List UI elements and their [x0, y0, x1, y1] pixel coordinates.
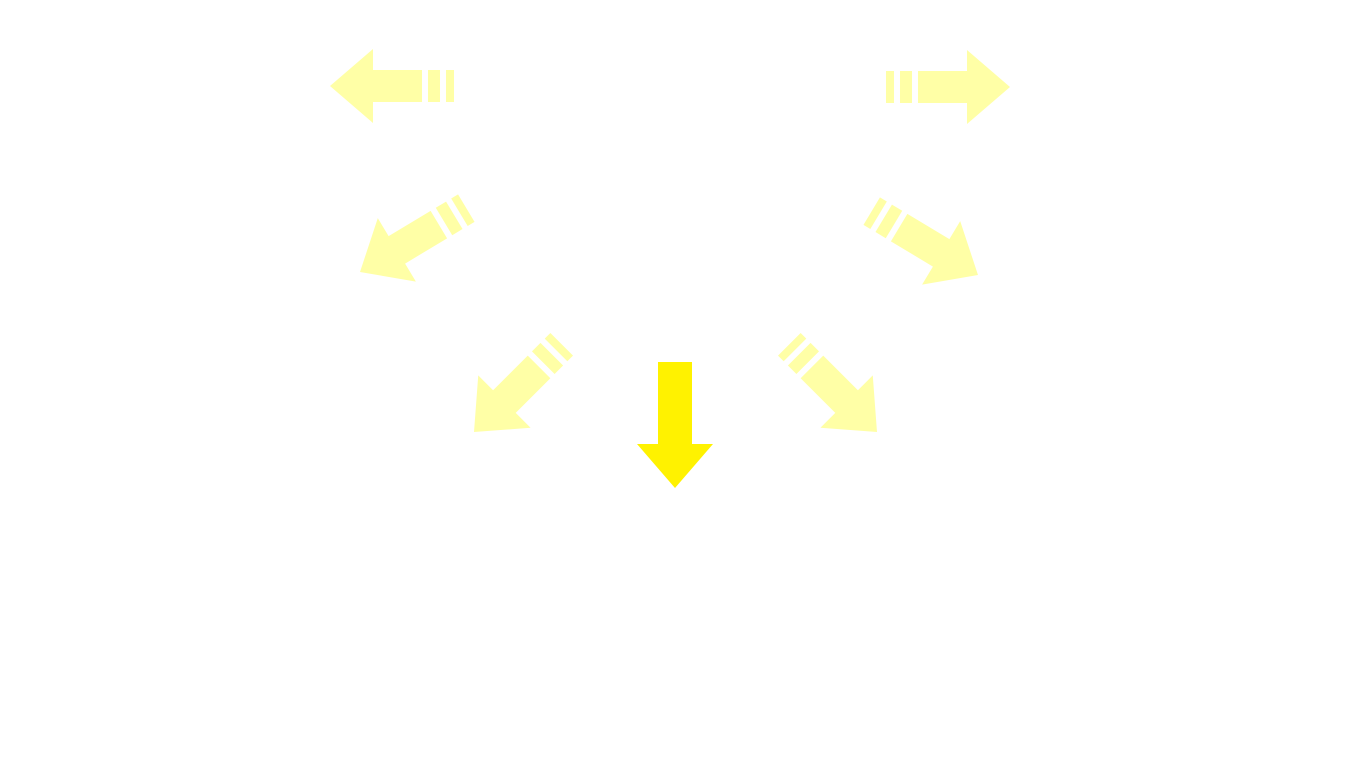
arrow-body — [890, 213, 978, 285]
arrow-body — [360, 210, 448, 282]
arrow-body — [330, 49, 422, 123]
arrow-tail-dash — [875, 204, 903, 239]
arrow-down-left-icon — [474, 333, 573, 432]
arrow-body — [637, 362, 713, 488]
arrow-body — [918, 50, 1010, 124]
arrow-tail-dash — [428, 70, 440, 102]
arrow-tail-dash — [451, 194, 475, 226]
arrow-tail-dash — [531, 342, 564, 375]
arrow-tail-dash — [544, 333, 573, 362]
arrow-down-right-icon — [863, 197, 978, 285]
arrow-right-icon — [886, 50, 1010, 124]
arrow-tail-dash — [446, 70, 454, 102]
arrow-tail-dash — [900, 71, 912, 103]
arrow-tail-dash — [787, 342, 820, 375]
arrow-left-icon — [330, 49, 454, 123]
arrow-tail-dash — [886, 71, 894, 103]
arrow-down-icon — [637, 362, 713, 488]
arrow-tail-dash — [863, 197, 887, 229]
arrow-tail-dash — [435, 201, 463, 236]
arrow-down-right-icon — [778, 333, 877, 432]
arrow-down-left-icon — [360, 194, 475, 282]
arrow-body — [800, 355, 877, 432]
arrow-tail-dash — [778, 333, 807, 362]
arrow-body — [474, 355, 551, 432]
